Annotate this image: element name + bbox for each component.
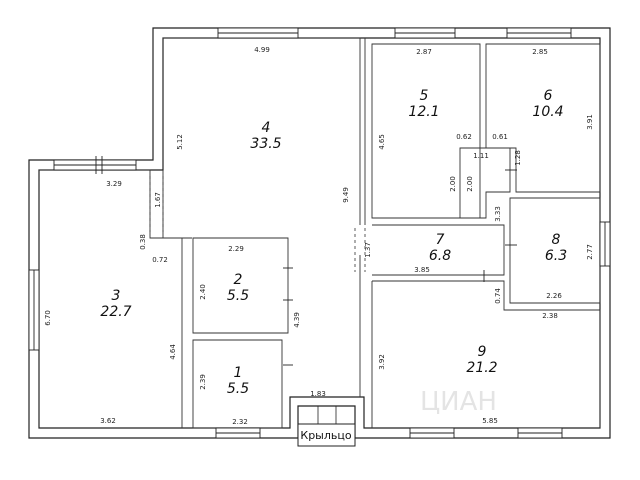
dim-r3-bottom: 3.62: [100, 417, 116, 425]
outer-walls: [28, 27, 611, 439]
dim-r3-top: 3.29: [106, 180, 122, 188]
dim-r3-door: 1.67: [154, 192, 162, 208]
room-7-number: 7: [436, 232, 445, 248]
room-9-outline: [371, 280, 601, 428]
dim-porch-width: 1.83: [310, 390, 326, 398]
windows: [28, 27, 611, 439]
room-1-outline: [192, 339, 283, 429]
room-9-area: 21.2: [466, 360, 497, 376]
dim-r3-step2: 0.72: [152, 256, 168, 264]
dim-r1-bottom: 2.32: [232, 418, 248, 426]
dim-r4-right: 9.49: [342, 187, 350, 203]
wall-ticks: [283, 169, 517, 366]
dim-r6-top: 2.85: [532, 48, 548, 56]
dim-r8-gap: 0.74: [494, 288, 502, 304]
dim-hall-left-b: 2.00: [466, 176, 474, 192]
porch: Крыльцо: [297, 406, 356, 447]
room-2-number: 2: [234, 272, 243, 288]
dim-r5-left: 4.65: [378, 134, 386, 150]
room-7-outline: [372, 224, 505, 276]
dim-r8-bottom: 2.26: [546, 292, 562, 300]
room-8-area: 6.3: [545, 248, 567, 264]
dim-r5-right-upper: 0.62: [456, 133, 472, 141]
dimension-labels: 4.99 5.12 9.49 2.87 4.65 0.62 2.85 3.91 …: [44, 46, 594, 426]
hall-outline: [459, 147, 511, 219]
window-room3-left: [28, 269, 40, 351]
dim-r9-bottom: 5.85: [482, 417, 498, 425]
inner-wall-outline: [38, 37, 601, 429]
porch-box: [297, 423, 356, 447]
dim-r2-left: 2.40: [199, 284, 207, 300]
window-room4: [217, 27, 299, 39]
room-1-area: 5.5: [227, 381, 249, 397]
watermark: ЦИАН: [420, 387, 497, 417]
room-1-number: 1: [234, 365, 243, 381]
outer-wall-outline: [28, 27, 611, 439]
room-5-outline: [371, 43, 481, 219]
room-6-number: 6: [544, 88, 553, 104]
dim-r8-right: 2.77: [586, 244, 594, 260]
dim-r7-right: 3.33: [494, 206, 502, 222]
dim-r3-right: 4.64: [169, 344, 177, 360]
dim-r4-left: 5.12: [176, 134, 184, 150]
dim-r6-left-upper: 0.61: [492, 133, 508, 141]
room-outlines: [39, 37, 601, 429]
window-room8: [599, 221, 611, 267]
window-room3-top: [53, 156, 137, 174]
dim-r4-top: 4.99: [254, 46, 270, 54]
dim-r2-right: 4.39: [293, 312, 301, 328]
room-9-number: 9: [478, 344, 487, 360]
dim-r6-right: 3.91: [586, 114, 594, 130]
room-8-outline: [509, 197, 601, 304]
room-8-number: 8: [552, 232, 561, 248]
room-2-outline: [192, 237, 289, 334]
window-room6: [506, 27, 572, 39]
room-4-area: 33.5: [250, 136, 281, 152]
room-5-number: 5: [420, 88, 429, 104]
porch-label: Крыльцо: [300, 429, 351, 442]
dim-r3-left: 6.70: [44, 310, 52, 326]
room-3-number: 3: [112, 288, 121, 304]
dim-hall-left-a: 2.00: [449, 176, 457, 192]
dim-r2-top: 2.29: [228, 245, 244, 253]
dim-r5-top: 2.87: [416, 48, 432, 56]
room-3-area: 22.7: [100, 304, 131, 320]
dim-r7-bottom: 3.85: [414, 266, 430, 274]
dim-r9-top: 2.38: [542, 312, 558, 320]
room-labels: 4 33.5 5 12.1 6 10.4 7 6.8 8 6.3 3 22.7 …: [100, 88, 567, 397]
dim-r9-left: 3.92: [378, 354, 386, 370]
room-2-area: 5.5: [227, 288, 249, 304]
window-room5: [394, 27, 456, 39]
dim-r3-step: 0.38: [139, 234, 147, 250]
dim-r1-left: 2.39: [199, 374, 207, 390]
room-6-area: 10.4: [532, 104, 563, 120]
room-7-area: 6.8: [429, 248, 451, 264]
window-room9-right: [517, 427, 563, 439]
room-4-number: 4: [262, 120, 271, 136]
dim-hall-right: 1.28: [514, 150, 522, 166]
dim-hall-top: 1.11: [473, 152, 489, 160]
window-room1: [215, 427, 261, 439]
room-5-area: 12.1: [408, 104, 439, 120]
door-openings: [149, 176, 366, 272]
dim-r7-door: 1.37: [364, 242, 372, 258]
window-room9-left: [409, 427, 455, 439]
